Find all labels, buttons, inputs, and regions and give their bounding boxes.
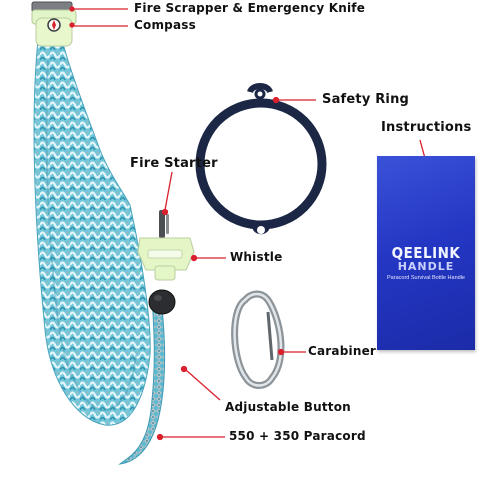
instructions-card: QEELINK HANDLE Paracord Survival Bottle … — [377, 156, 475, 350]
card-brand: QEELINK — [391, 244, 461, 262]
adjustable-button-icon — [148, 289, 176, 315]
label-fire-starter: Fire Starter — [130, 156, 218, 171]
card-product: HANDLE — [397, 260, 455, 273]
label-adjustable-button: Adjustable Button — [225, 400, 351, 414]
paracord-tail-icon — [118, 289, 166, 465]
carabiner-icon — [231, 290, 285, 389]
label-carabiner: Carabiner — [308, 344, 377, 358]
whistle-buckle-icon — [137, 237, 195, 281]
safety-ring-icon — [195, 83, 327, 235]
label-compass: Compass — [134, 18, 196, 32]
label-instructions: Instructions — [381, 120, 472, 135]
fire-starter-icon — [159, 210, 169, 238]
paracord-strap-icon — [33, 39, 151, 426]
card-subtitle: Paracord Survival Bottle Handle — [387, 275, 465, 281]
label-fire-scraper: Fire Scrapper & Emergency Knife — [134, 1, 366, 15]
label-whistle: Whistle — [230, 250, 283, 264]
label-paracord: 550 + 350 Paracord — [229, 429, 366, 443]
label-safety-ring: Safety Ring — [322, 92, 410, 107]
compass-icon — [35, 17, 73, 47]
paracord-shading — [45, 59, 137, 412]
